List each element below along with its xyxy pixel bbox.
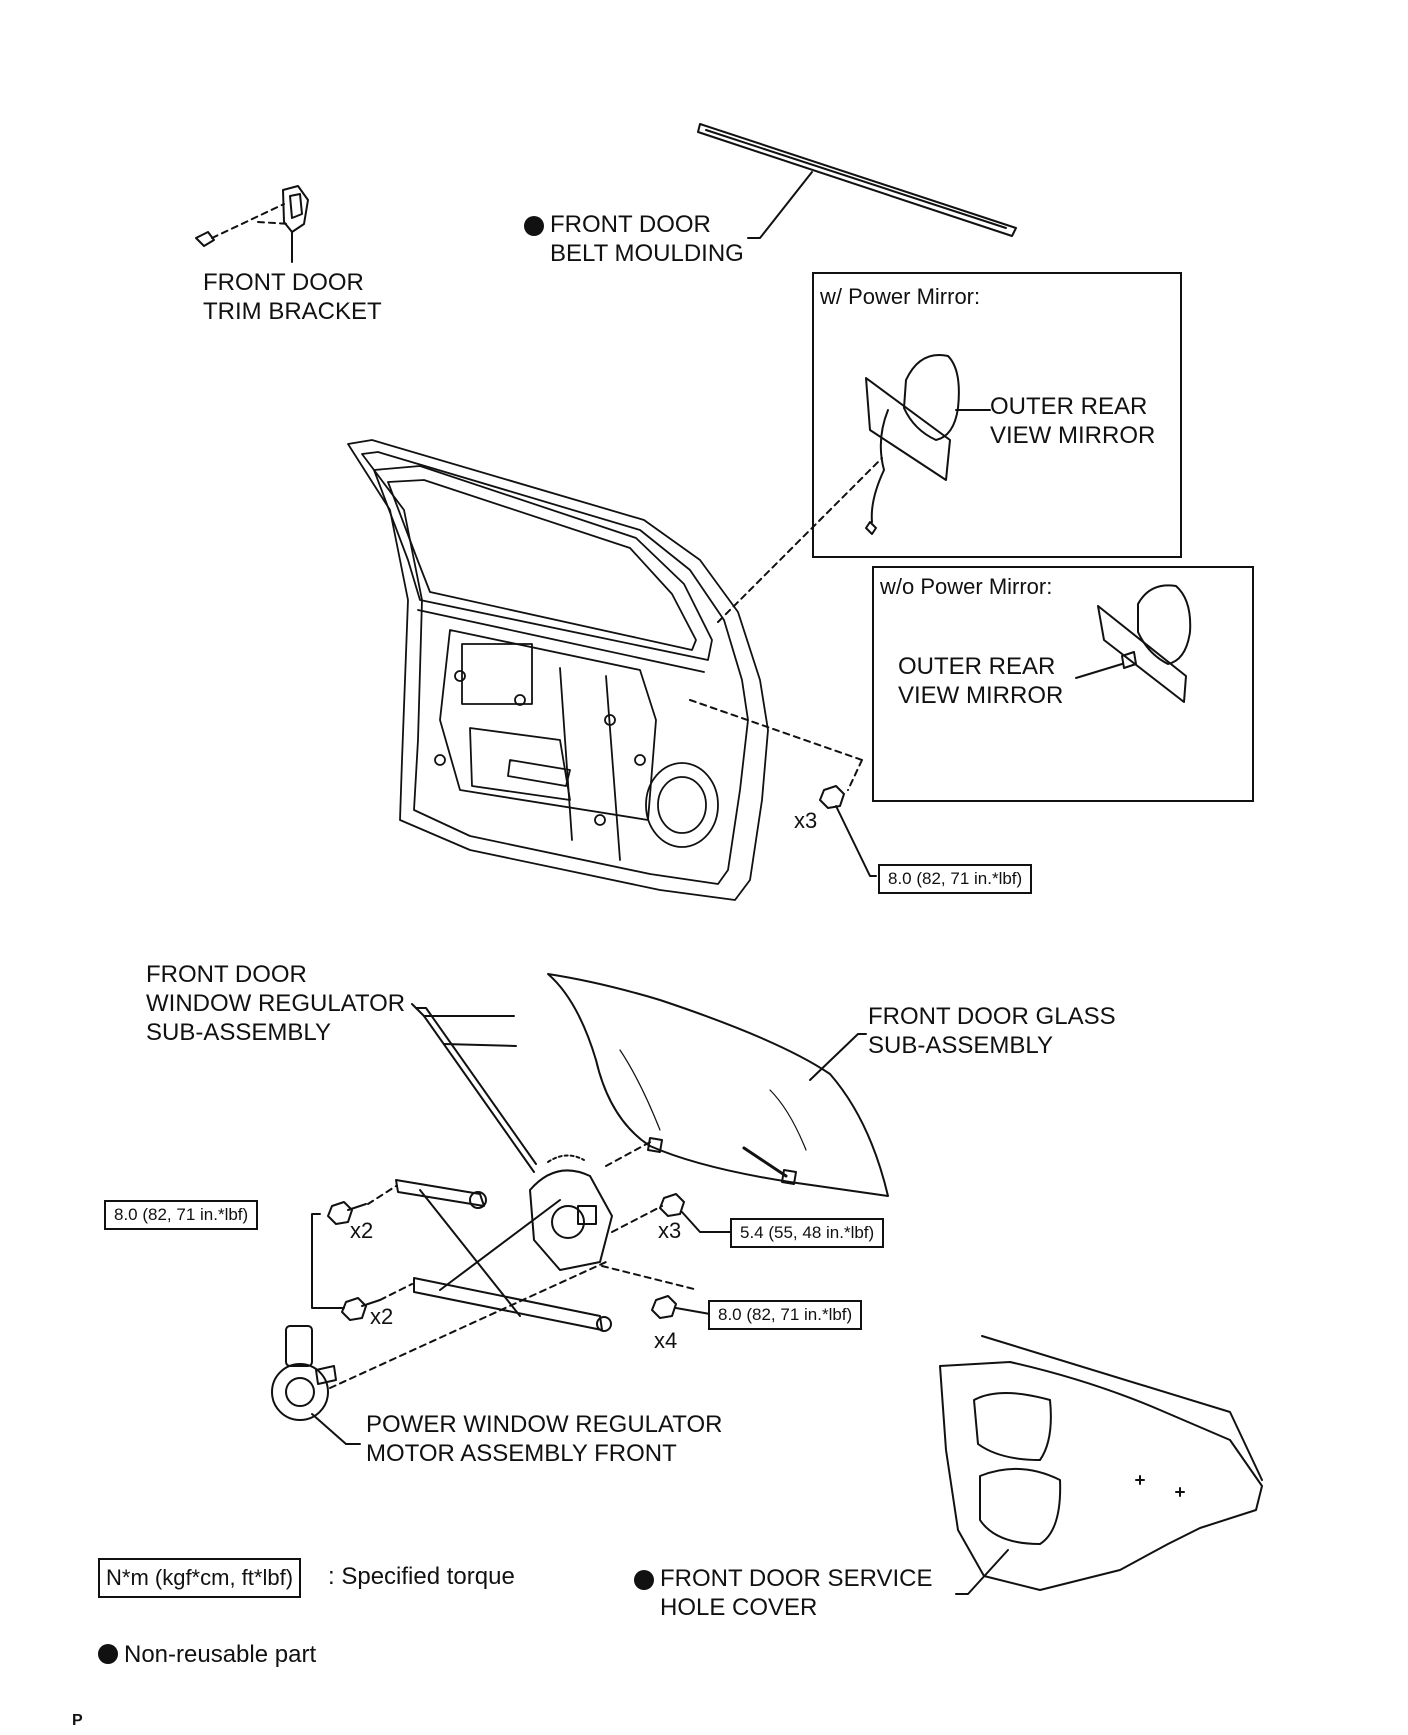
manual-mirror-variant-box (872, 566, 1254, 802)
manual-mirror-variant-title: w/o Power Mirror: (880, 574, 1053, 599)
power-mirror-illustration (865, 354, 991, 535)
door-panel-illustration (347, 439, 769, 901)
belt-moulding-illustration (697, 123, 1017, 239)
regulator-left-torque: 8.0 (82, 71 in.*lbf) (104, 1200, 259, 1230)
door-glass-illustration (547, 973, 889, 1197)
glass-label: FRONT DOOR GLASS SUB-ASSEMBLY (868, 1003, 1116, 1059)
power-mirror-variant-title: w/ Power Mirror: (820, 284, 981, 309)
nonreusable-dot-icon (524, 216, 544, 236)
motor-label: POWER WINDOW REGULATOR MOTOR ASSEMBLY FR… (366, 1411, 723, 1467)
trim-bracket-label: FRONT DOOR TRIM BRACKET (203, 269, 382, 325)
regulator-lower-quantity: x2 (370, 1304, 394, 1329)
manual-mirror-illustration (1075, 584, 1192, 703)
glass-bolt-quantity: x3 (658, 1218, 682, 1243)
regulator-right-quantity: x4 (654, 1328, 678, 1353)
footer-mark: P (72, 1712, 83, 1729)
legend-torque-box: N*m (kgf*cm, ft*lbf) (98, 1558, 302, 1598)
mirror-nut-quantity: x3 (794, 808, 818, 833)
regulator-motor-illustration (271, 1261, 607, 1445)
regulator-upper-quantity: x2 (350, 1218, 374, 1243)
power-mirror-variant-box (812, 272, 1182, 558)
service-hole-cover-illustration (939, 1335, 1263, 1595)
power-mirror-label: OUTER REAR VIEW MIRROR (990, 393, 1156, 449)
regulator-right-torque: 8.0 (82, 71 in.*lbf) (708, 1300, 863, 1330)
mirror-nut-torque: 8.0 (82, 71 in.*lbf) (878, 864, 1033, 894)
legend-torque-text: : Specified torque (328, 1563, 515, 1590)
mirror-nut-illustration (819, 785, 877, 877)
regulator-label: FRONT DOOR WINDOW REGULATOR SUB-ASSEMBLY (146, 961, 406, 1046)
regulator-bolts-illustration (311, 1139, 731, 1321)
nonreusable-dot-icon (634, 1570, 654, 1590)
glass-bolt-torque: 5.4 (55, 48 in.*lbf) (730, 1218, 885, 1248)
belt-moulding-label: FRONT DOOR BELT MOULDING (550, 211, 744, 267)
service-cover-label: FRONT DOOR SERVICE HOLE COVER (660, 1565, 933, 1621)
window-regulator-illustration (395, 1003, 613, 1332)
nonreusable-dot-icon (98, 1644, 118, 1664)
manual-mirror-label: OUTER REAR VIEW MIRROR (898, 653, 1064, 709)
legend-nonreusable-text: Non-reusable part (124, 1641, 317, 1668)
trim-bracket-illustration (195, 185, 309, 263)
